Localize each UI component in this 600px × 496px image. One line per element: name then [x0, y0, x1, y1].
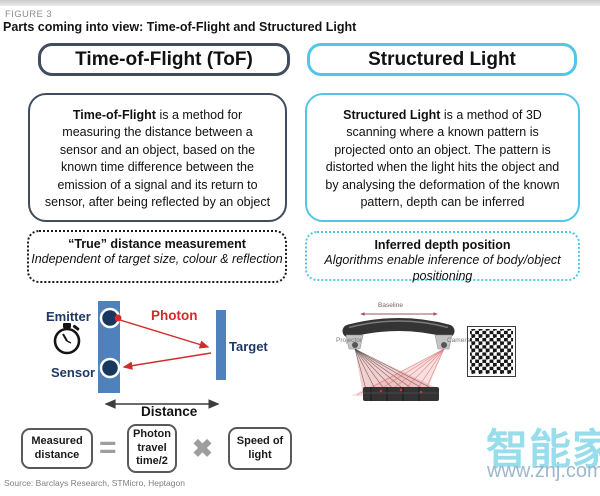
tof-callout-subtitle: Independent of target size, colour & ref… [31, 252, 283, 266]
projector-rays [354, 348, 438, 394]
structured-light-callout-subtitle: Algorithms enable inference of body/obje… [324, 253, 561, 283]
tof-description-lead: Time-of-Flight [72, 107, 156, 122]
baseline-label: Baseline [378, 302, 403, 309]
formula-photon-travel-box: Photon travel time/2 [127, 424, 177, 473]
projector-cone [355, 349, 441, 395]
photon-out-arrow [119, 319, 210, 349]
sensor-label: Sensor [51, 365, 96, 380]
formula-measured-distance-label: Measured distance [31, 434, 83, 461]
structured-light-callout-box: Inferred depth position Algorithms enabl… [305, 231, 580, 283]
top-divider [0, 0, 600, 6]
formula-measured-distance-box: Measured distance [21, 428, 93, 469]
structured-light-rig-graphic [342, 312, 455, 401]
tof-description-text: Time-of-Flight is a method for measuring… [43, 107, 272, 212]
formula-speed-of-light-label: Speed of light [236, 434, 284, 461]
photon-return-arrow [122, 352, 212, 370]
formula-photon-travel-label: Photon travel time/2 [133, 427, 171, 468]
structured-light-description-rest: is a method of 3D scanning where a known… [325, 107, 560, 210]
structured-light-callout-title: Inferred depth position [374, 238, 511, 252]
stopwatch-icon [53, 323, 81, 355]
source-note: Source: Barclays Research, STMicro, Hept… [4, 478, 185, 488]
camera-cone [351, 349, 444, 396]
projector-mount [345, 334, 364, 350]
photon-label: Photon [151, 308, 198, 323]
tof-header-label: Time-of-Flight (ToF) [75, 48, 253, 70]
projector-label: Projector [336, 337, 363, 344]
tof-description-rest: is a method for measuring the distance b… [44, 107, 271, 210]
target-bar [216, 310, 226, 380]
emitter-label: Emitter [46, 309, 91, 324]
structured-light-header-label: Structured Light [368, 48, 516, 70]
multiply-operator: ✖ [192, 435, 213, 463]
tof-callout-title: “True” distance measurement [68, 237, 246, 251]
camera-mount [434, 334, 453, 350]
tof-header-box: Time-of-Flight (ToF) [38, 43, 290, 76]
structured-light-description-text: Structured Light is a method of 3D scann… [320, 107, 565, 212]
watermark-url: www.znj.com [487, 460, 600, 482]
figure-title: Parts coming into view: Time-of-Flight a… [3, 20, 357, 34]
dot-pattern-image [467, 326, 516, 377]
figure-number: FIGURE 3 [5, 9, 53, 20]
formula-speed-of-light-box: Speed of light [228, 427, 292, 470]
sensor-dot [99, 357, 121, 379]
structured-light-description-box: Structured Light is a method of 3D scann… [305, 93, 580, 222]
structured-light-header-box: Structured Light [307, 43, 577, 76]
equals-operator: = [99, 431, 117, 464]
structured-light-description-lead: Structured Light [343, 107, 441, 122]
photon-origin-dot [114, 314, 122, 322]
watermark-brand: 智能家 [486, 426, 600, 473]
scanned-object [363, 387, 439, 401]
distance-label: Distance [141, 404, 198, 419]
tof-callout-box: “True” distance measurement Independent … [27, 230, 287, 283]
target-label: Target [229, 339, 268, 354]
tof-description-box: Time-of-Flight is a method for measuring… [28, 93, 287, 222]
tof-diagram-graphic [53, 301, 226, 409]
camera-label: Camera [447, 337, 471, 344]
rig-band [342, 318, 455, 338]
